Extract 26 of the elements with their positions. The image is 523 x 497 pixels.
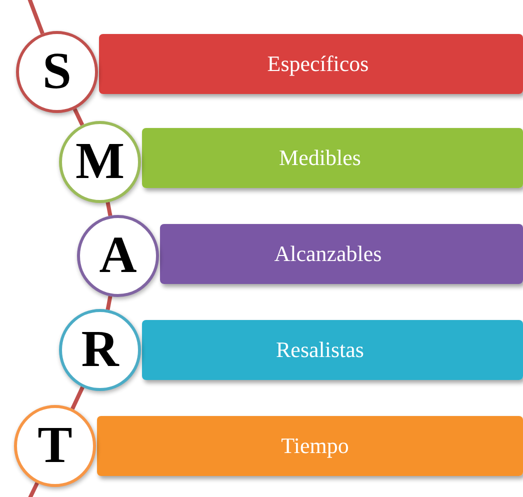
bar [142,320,523,380]
connector-line [72,108,84,126]
bar-label: Resalistas [276,337,364,363]
bar-label: Tiempo [281,433,349,459]
connector-line [26,482,39,497]
connector-line [106,202,112,216]
letter-circle [16,31,98,113]
connector-line [70,386,84,410]
letter: S [42,46,72,98]
letter-circle [59,309,141,391]
letter: A [99,230,137,282]
letter-circle [14,405,96,487]
letter: T [38,420,72,472]
letter: M [75,136,125,188]
letter-circle [77,215,159,297]
bar [99,34,523,94]
letter: R [81,324,119,376]
bar-label: Medibles [279,145,361,171]
bar [160,224,523,284]
bar [142,128,523,188]
connector-line [26,0,44,34]
connector-line [106,296,112,310]
letter-circle [59,121,141,203]
bar-label: Específicos [267,51,369,77]
bar-label: Alcanzables [274,241,382,267]
bar [97,416,523,476]
